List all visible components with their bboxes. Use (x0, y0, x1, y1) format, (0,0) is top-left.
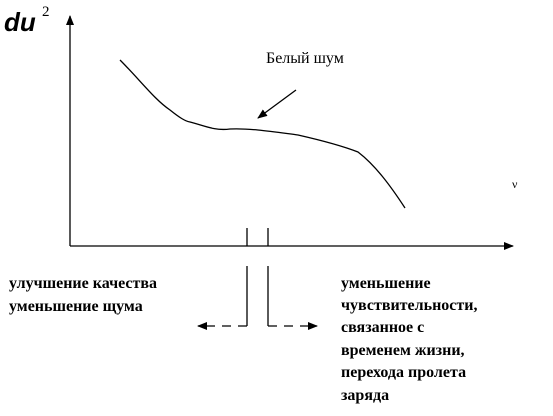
y-axis-label-exponent: 2 (42, 4, 50, 20)
right-caption-line: заряда (341, 387, 389, 404)
white-noise-label: Белый шум (266, 50, 344, 67)
right-caption-line: связанное с (341, 319, 424, 336)
left-caption: улучшение качества уменьшение щума (9, 275, 157, 315)
left-caption-line: уменьшение щума (9, 298, 143, 315)
noise-curve (119, 59, 406, 209)
y-axis-label: du (4, 7, 36, 37)
right-caption-line: уменьшение (341, 275, 431, 292)
right-caption-line: перехода пролета (341, 364, 466, 381)
right-caption-line: временем жизни, (341, 342, 465, 359)
x-axis-label: ν (512, 177, 518, 191)
white-noise-pointer-arrow (257, 89, 297, 119)
right-caption-line: чувствительности, (341, 297, 477, 314)
left-caption-line: улучшение качества (9, 275, 157, 292)
right-caption: уменьшение чувствительности, связанное с… (341, 275, 477, 404)
